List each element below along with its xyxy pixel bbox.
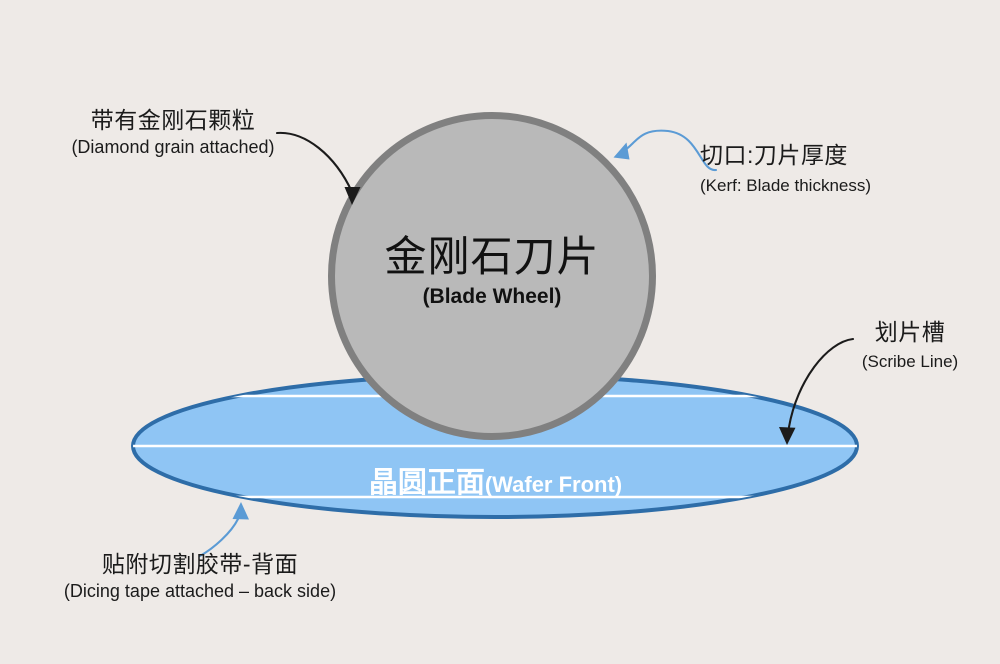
blade-wheel-label: 金刚石刀片 (Blade Wheel) xyxy=(328,234,656,309)
label-kerf: 切口:刀片厚度 (Kerf: Blade thickness) xyxy=(700,142,960,195)
wafer-front-label-cn: 晶圆正面 xyxy=(368,467,485,499)
label-diamond-grain: 带有金刚石颗粒 (Diamond grain attached) xyxy=(28,107,318,157)
blade-wheel-label-en: (Blade Wheel) xyxy=(422,285,562,309)
blade-wheel-label-cn: 金刚石刀片 xyxy=(384,233,600,280)
dicing-tape-arrow xyxy=(198,502,249,558)
kerf-arrow xyxy=(613,129,718,172)
scribe-line-arrow xyxy=(779,337,855,445)
wafer-front-label-en: (Wafer Front) xyxy=(484,472,623,497)
label-diamond-grain-cn: 带有金刚石颗粒 xyxy=(90,107,256,133)
label-scribe-line-en: (Scribe Line) xyxy=(861,351,959,371)
label-dicing-tape: 贴附切割胶带-背面 (Dicing tape attached – back s… xyxy=(30,551,370,601)
wafer-front-label: 晶圆正面(Wafer Front) xyxy=(133,459,858,501)
label-scribe-line-cn: 划片槽 xyxy=(874,319,946,345)
label-dicing-tape-cn: 贴附切割胶带-背面 xyxy=(101,551,299,577)
label-kerf-en: (Kerf: Blade thickness) xyxy=(700,175,872,195)
blade-wheel-circle xyxy=(328,112,656,440)
label-diamond-grain-en: (Diamond grain attached) xyxy=(71,136,275,157)
diamond-grain-arrow xyxy=(275,131,361,205)
label-scribe-line: 划片槽 (Scribe Line) xyxy=(835,319,985,371)
label-dicing-tape-en: (Dicing tape attached – back side) xyxy=(63,580,337,601)
label-kerf-cn: 切口:刀片厚度 xyxy=(700,142,848,168)
